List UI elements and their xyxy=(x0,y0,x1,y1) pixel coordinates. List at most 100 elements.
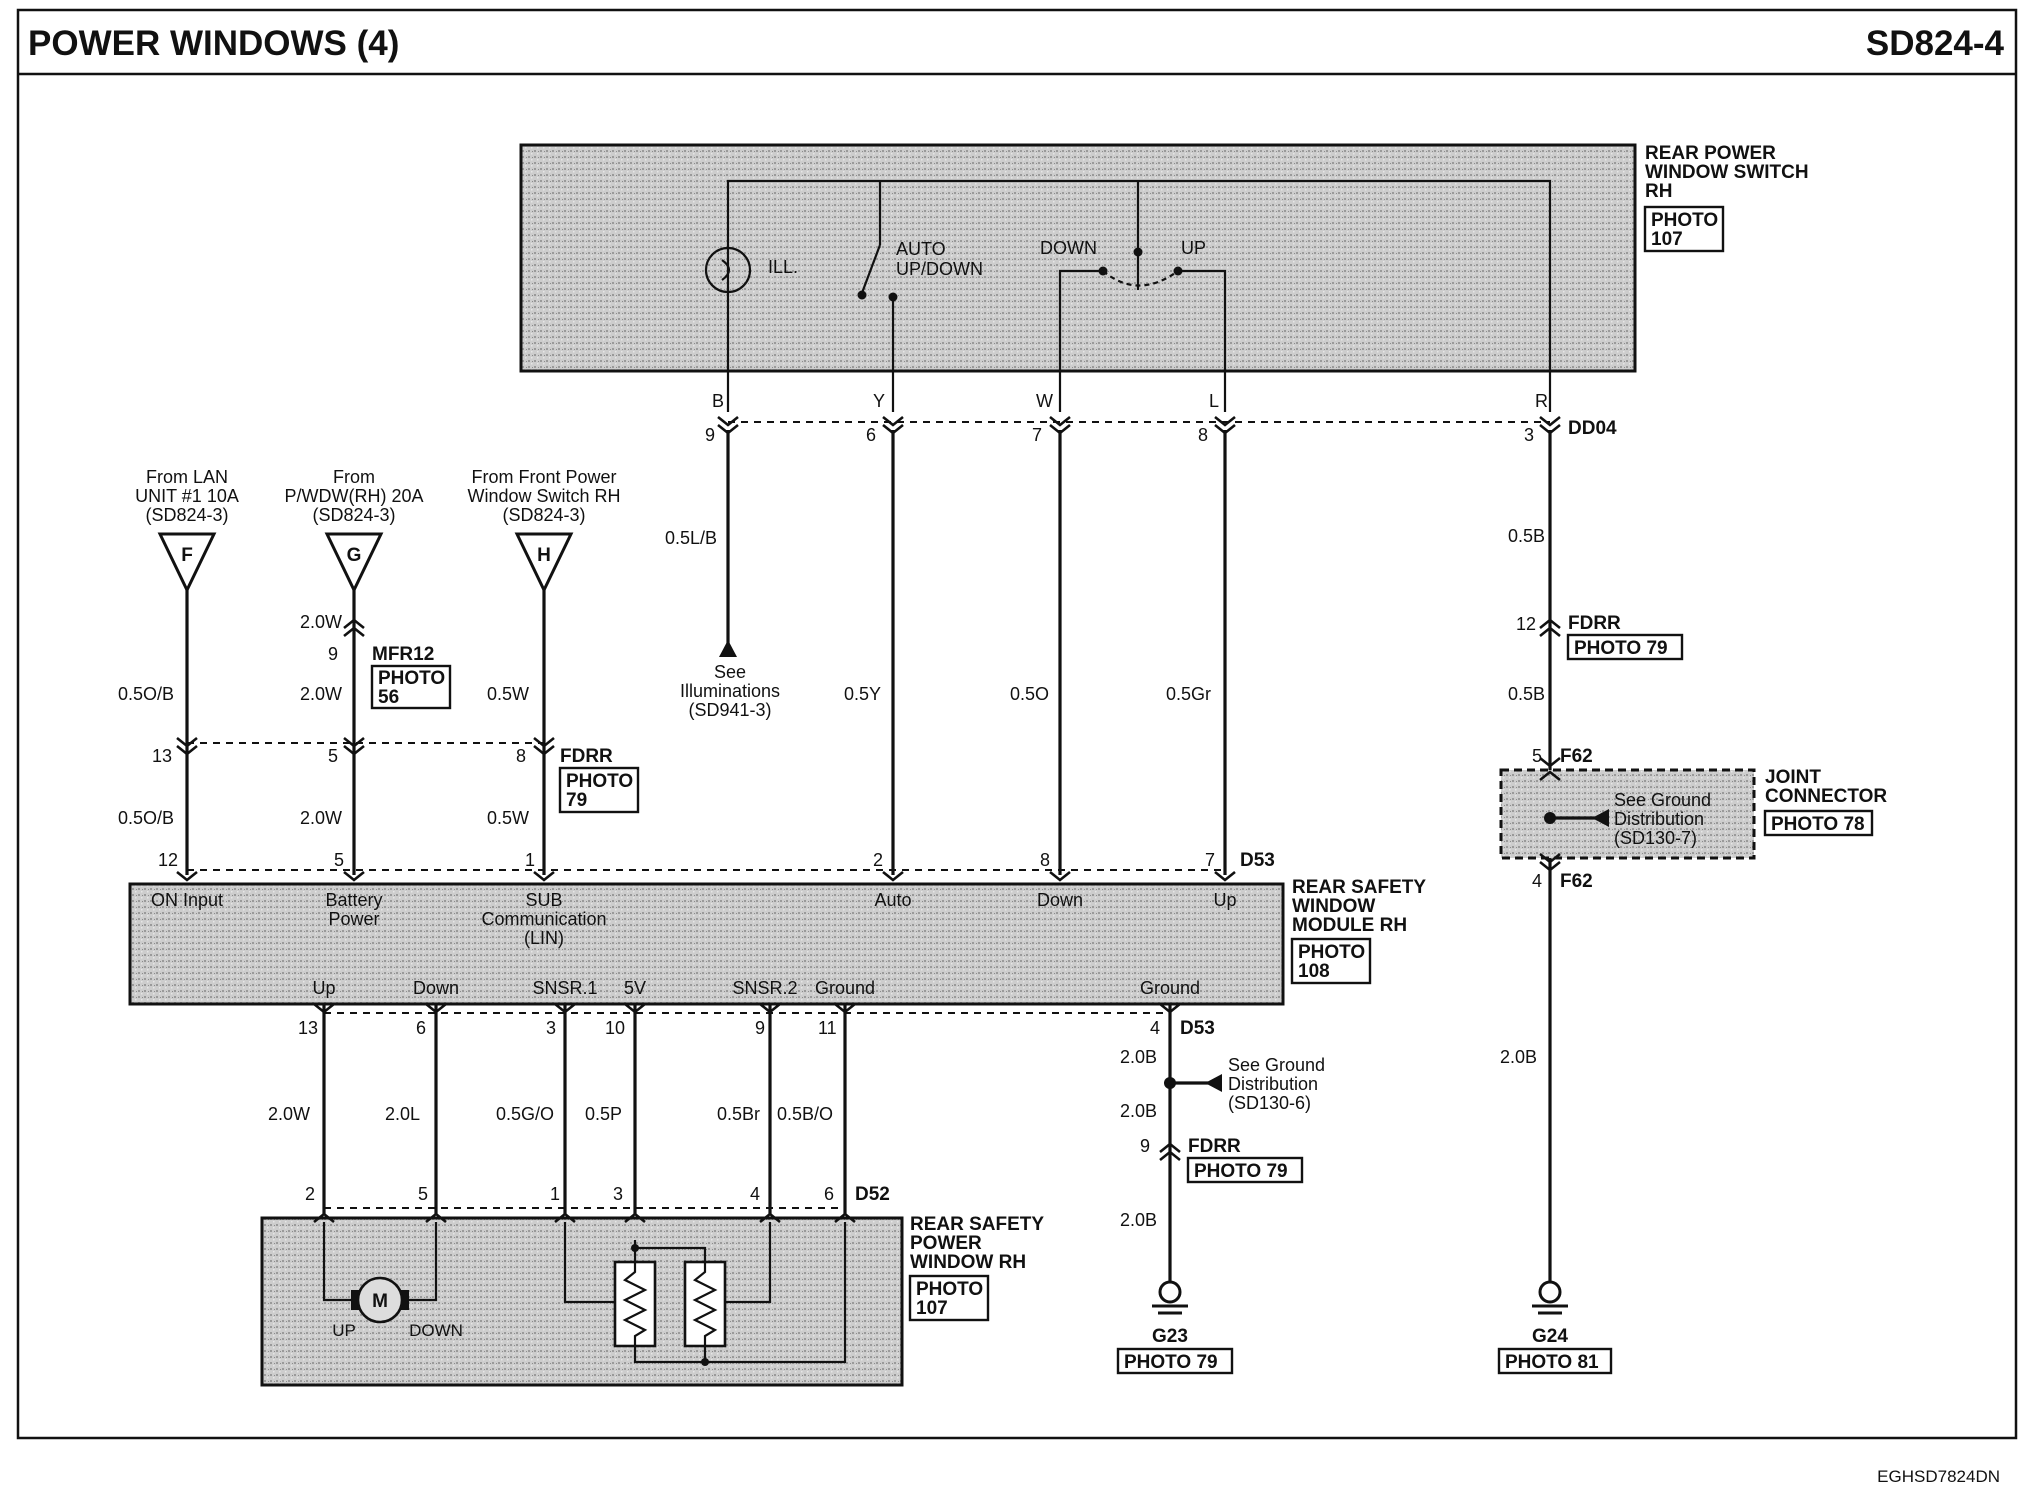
g23-ref-arrow xyxy=(1205,1074,1222,1092)
module-bottom-pin-6: 6 xyxy=(416,1018,426,1038)
dd04-terminal xyxy=(882,423,904,435)
f62-terminal xyxy=(1539,852,1561,864)
sensor-ground-wire-size: 0.5B/O xyxy=(777,1104,833,1124)
auto-label-1: AUTO xyxy=(896,239,946,259)
fdrr-terminal xyxy=(343,744,365,756)
dd04-terminal xyxy=(1214,423,1236,435)
f-wire-size-upper: 0.5O/B xyxy=(118,684,174,704)
switch-name-1: REAR POWER xyxy=(1645,143,1776,164)
f-wire-size-lower: 0.5O/B xyxy=(118,808,174,828)
r-wire-size-3: 2.0B xyxy=(1500,1047,1537,1067)
fdrr-right-terminal xyxy=(1539,618,1561,630)
svg-text:(SD824-3): (SD824-3) xyxy=(502,505,585,525)
page-title: POWER WINDOWS (4) xyxy=(28,24,399,63)
d53-top-terminal xyxy=(1049,870,1071,882)
svg-text:M: M xyxy=(372,1291,388,1312)
d52-terminal xyxy=(425,1212,447,1224)
g23-fdrr-label: FDRR xyxy=(1188,1136,1241,1157)
dd04-terminal xyxy=(1049,423,1071,435)
motor-name-2: POWER xyxy=(910,1233,982,1254)
module-battery-label-1: Battery xyxy=(325,890,382,910)
svg-text:PHOTO: PHOTO xyxy=(1298,942,1365,963)
dd04-terminal xyxy=(717,423,739,435)
dd04-terminal xyxy=(1539,415,1561,427)
switch-name-2: WINDOW SWITCH xyxy=(1645,162,1809,183)
motor-photo-box: PHOTO 107 xyxy=(908,1274,990,1322)
f62-terminal xyxy=(1539,860,1561,872)
dd04-pin-7: 7 xyxy=(1032,425,1042,445)
module-name-3: MODULE RH xyxy=(1292,915,1407,936)
module-sub-label: SUB xyxy=(525,890,562,910)
motor-icon xyxy=(356,1276,404,1324)
wire-color-w: W xyxy=(1036,391,1053,411)
svg-text:107: 107 xyxy=(916,1298,948,1319)
svg-text:From: From xyxy=(333,467,375,487)
svg-text:PHOTO 79: PHOTO 79 xyxy=(1194,1161,1288,1182)
joint-connector-name-2: CONNECTOR xyxy=(1765,786,1887,807)
wire-color-r: R xyxy=(1535,391,1548,411)
f62-terminal xyxy=(1539,756,1561,768)
fdrr-pin-8: 8 xyxy=(516,746,526,766)
source-g: From P/WDW(RH) 20A (SD824-3) G xyxy=(285,467,424,594)
g23-ref-1: See Ground xyxy=(1228,1055,1325,1075)
d53-bottom-terminal xyxy=(834,1002,856,1014)
svg-text:From LAN: From LAN xyxy=(146,467,228,487)
page-border xyxy=(16,8,2018,1440)
svg-text:PHOTO 79: PHOTO 79 xyxy=(1124,1352,1218,1373)
g23-wire-size-3: 2.0B xyxy=(1120,1210,1157,1230)
joint-ref-arrow xyxy=(1592,809,1609,827)
d52-terminal xyxy=(759,1212,781,1224)
module-5v-label: 5V xyxy=(624,978,646,998)
svg-text:H: H xyxy=(537,545,551,566)
d52-pin-1: 1 xyxy=(550,1184,560,1204)
d53-top-terminal xyxy=(343,870,365,882)
dd04-pin-3: 3 xyxy=(1524,425,1534,445)
svg-text:P/WDW(RH) 20A: P/WDW(RH) 20A xyxy=(285,486,424,506)
dd04-pin-8: 8 xyxy=(1198,425,1208,445)
g24-ground-icon xyxy=(1532,1280,1568,1315)
svg-text:79: 79 xyxy=(566,790,587,811)
wire-size-0.5gr: 0.5Gr xyxy=(1166,684,1211,704)
illumination-lamp-icon xyxy=(704,246,752,294)
g24-photo-box: PHOTO 81 xyxy=(1497,1347,1613,1375)
g-wire-size-upper: 2.0W xyxy=(300,684,342,704)
module-name-2: WINDOW xyxy=(1292,896,1375,917)
module-bottom-pin-3: 3 xyxy=(546,1018,556,1038)
d53-bottom-terminal xyxy=(313,1002,335,1014)
g23-ground-icon xyxy=(1152,1280,1188,1315)
h-wire-size-upper: 0.5W xyxy=(487,684,529,704)
d53-bottom-terminal xyxy=(1159,1002,1181,1014)
fdrr-right-pin: 12 xyxy=(1516,614,1536,634)
f62-terminal xyxy=(1539,770,1561,782)
d53-bottom-terminal xyxy=(759,1002,781,1014)
d53-top-terminal xyxy=(533,870,555,882)
d52-label: D52 xyxy=(855,1184,890,1205)
svg-text:PHOTO: PHOTO xyxy=(1651,210,1718,231)
illum-ref-3: (SD941-3) xyxy=(688,700,771,720)
mfr12-photo-box: PHOTO 56 xyxy=(370,664,452,710)
svg-text:PHOTO 78: PHOTO 78 xyxy=(1771,814,1865,835)
module-bottom-pin-13: 13 xyxy=(298,1018,318,1038)
d53-top-terminal xyxy=(882,870,904,882)
snsr1-wire-size: 0.5G/O xyxy=(496,1104,554,1124)
rear-safety-window-module-box xyxy=(128,882,1285,1006)
fdrr-terminal xyxy=(533,736,555,748)
r-wire-size-1: 0.5B xyxy=(1508,526,1545,546)
fdrr-g23-terminal xyxy=(1159,1150,1181,1162)
dd04-terminal xyxy=(882,415,904,427)
mfr12-label: MFR12 xyxy=(372,644,434,665)
wire-size-0.5y: 0.5Y xyxy=(844,684,881,704)
snsr2-wire-size: 0.5Br xyxy=(717,1104,760,1124)
rear-power-window-switch-box xyxy=(519,143,1637,373)
illumination-ref-arrow xyxy=(719,640,737,657)
g23-wire-size-1: 2.0B xyxy=(1120,1047,1157,1067)
illum-wire-size: 0.5L/B xyxy=(665,528,717,548)
joint-connector-box xyxy=(1499,768,1756,860)
illum-ref-1: See xyxy=(714,662,746,682)
d52-pin-2: 2 xyxy=(305,1184,315,1204)
module-top-pin-12: 12 xyxy=(158,850,178,870)
connector-terminals xyxy=(176,415,1561,1224)
f62-top-label: F62 xyxy=(1560,746,1593,767)
r-wire-size-2: 0.5B xyxy=(1508,684,1545,704)
